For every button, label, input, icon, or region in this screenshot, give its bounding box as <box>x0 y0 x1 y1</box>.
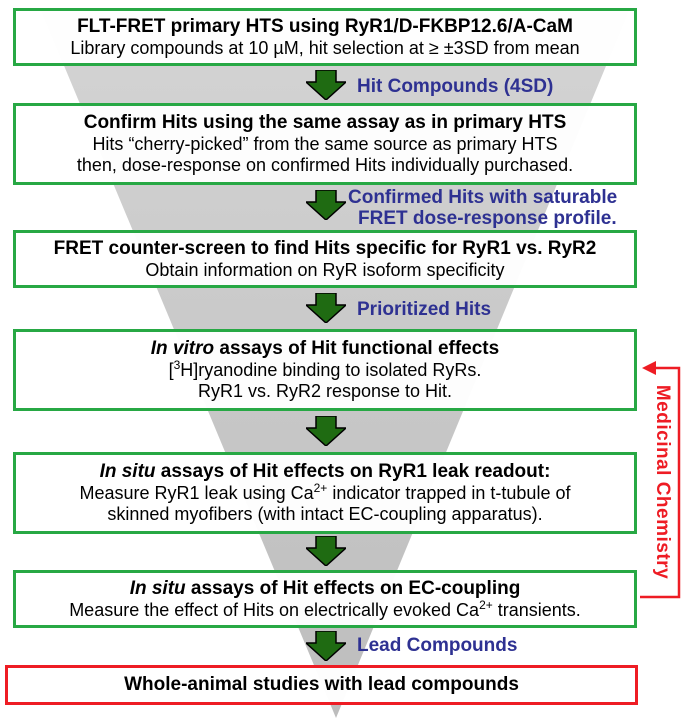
step-detail-part: transients. <box>492 599 581 620</box>
arrow-label-prioritized-hits: Prioritized Hits <box>357 299 492 320</box>
step-detail-part: indicator trapped in t-tubule of <box>327 483 571 503</box>
step-title-rest: assays of Hit effects on RyR1 leak reado… <box>155 461 551 482</box>
step-title: FLT-FRET primary HTS using RyR1/D-FKBP12… <box>77 15 573 37</box>
medicinal-chemistry-label: Medicinal Chemistry <box>652 384 673 580</box>
step-title: In situ assays of Hit effects on EC-coup… <box>16 578 634 600</box>
down-arrow-icon <box>306 536 346 566</box>
down-arrow-icon <box>306 190 346 220</box>
step-title: FRET counter-screen to find Hits specifi… <box>53 237 597 259</box>
step-detail-part: H]ryanodine binding to isolated RyRs. <box>180 360 482 380</box>
step-title-italic: In situ <box>99 461 156 482</box>
step-title: Whole-animal studies with lead compounds <box>124 674 519 695</box>
step-detail: [3H]ryanodine binding to isolated RyRs. <box>16 358 634 381</box>
step-title-rest: assays of Hit effects on EC-coupling <box>185 577 521 599</box>
superscript: 2+ <box>479 597 493 612</box>
arrow-label-confirmed-hits: Confirmed Hits with saturable <box>348 187 618 208</box>
step-detail: skinned myofibers (with intact EC-coupli… <box>107 504 543 524</box>
arrow-label-confirmed-hits-2: FRET dose-response profile. <box>358 208 617 229</box>
step-detail: RyR1 vs. RyR2 response to Hit. <box>197 381 453 401</box>
step-box-in-situ-ec: In situ assays of Hit effects on EC-coup… <box>13 570 637 628</box>
step-box-in-situ-leak: In situ assays of Hit effects on RyR1 le… <box>13 452 637 534</box>
superscript: 3 <box>173 358 181 372</box>
step-title: In vitro assays of Hit functional effect… <box>16 338 634 360</box>
arrow-label-hit-compounds: Hit Compounds (4SD) <box>357 76 554 97</box>
step-detail: Obtain information on RyR isoform specif… <box>145 259 505 280</box>
step-detail-part: Measure RyR1 leak using Ca <box>79 483 314 503</box>
step-box-counter-screen: FRET counter-screen to find Hits specifi… <box>13 230 637 288</box>
step-detail: then, dose-response on confirmed Hits in… <box>76 155 574 175</box>
step-detail: Library compounds at 10 µM, hit selectio… <box>70 37 580 58</box>
step-title: In situ assays of Hit effects on RyR1 le… <box>16 461 634 483</box>
step-title: Confirm Hits using the same assay as in … <box>83 112 567 133</box>
step-title-italic: In vitro <box>150 338 215 359</box>
down-arrow-icon <box>306 70 346 100</box>
down-arrow-icon <box>306 631 346 661</box>
step-detail: Measure the effect of Hits on electrical… <box>16 597 634 621</box>
down-arrow-icon <box>306 416 346 446</box>
step-detail: Measure RyR1 leak using Ca2+ indicator t… <box>16 481 634 504</box>
step-detail-part: Measure the effect of Hits on electrical… <box>69 599 480 620</box>
step-title-italic: In situ <box>129 577 186 599</box>
step-box-in-vitro: In vitro assays of Hit functional effect… <box>13 329 637 411</box>
step-box-whole-animal: Whole-animal studies with lead compounds <box>5 665 638 705</box>
arrow-label-lead-compounds: Lead Compounds <box>357 635 518 656</box>
step-title-rest: assays of Hit functional effects <box>214 338 500 359</box>
step-box-confirm-hits: Confirm Hits using the same assay as in … <box>13 103 637 185</box>
down-arrow-icon <box>306 293 346 323</box>
step-detail-part: [ <box>168 360 174 380</box>
superscript: 2+ <box>313 481 328 495</box>
step-box-primary-hts: FLT-FRET primary HTS using RyR1/D-FKBP12… <box>13 8 637 66</box>
step-detail: Hits “cherry-picked” from the same sourc… <box>92 134 558 154</box>
